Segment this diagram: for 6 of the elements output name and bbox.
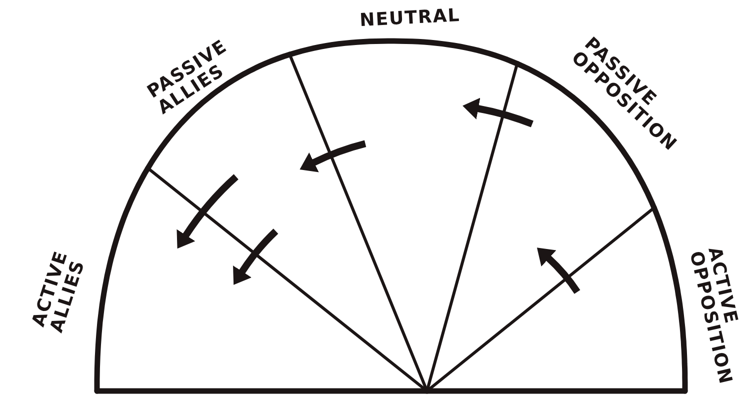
curved-arrow (462, 98, 534, 128)
curved-arrow (233, 228, 278, 285)
curved-arrow (176, 174, 239, 248)
segment-label: NEUTRAL (359, 6, 461, 32)
curved-arrow (537, 247, 580, 294)
curved-arrow (300, 140, 366, 172)
